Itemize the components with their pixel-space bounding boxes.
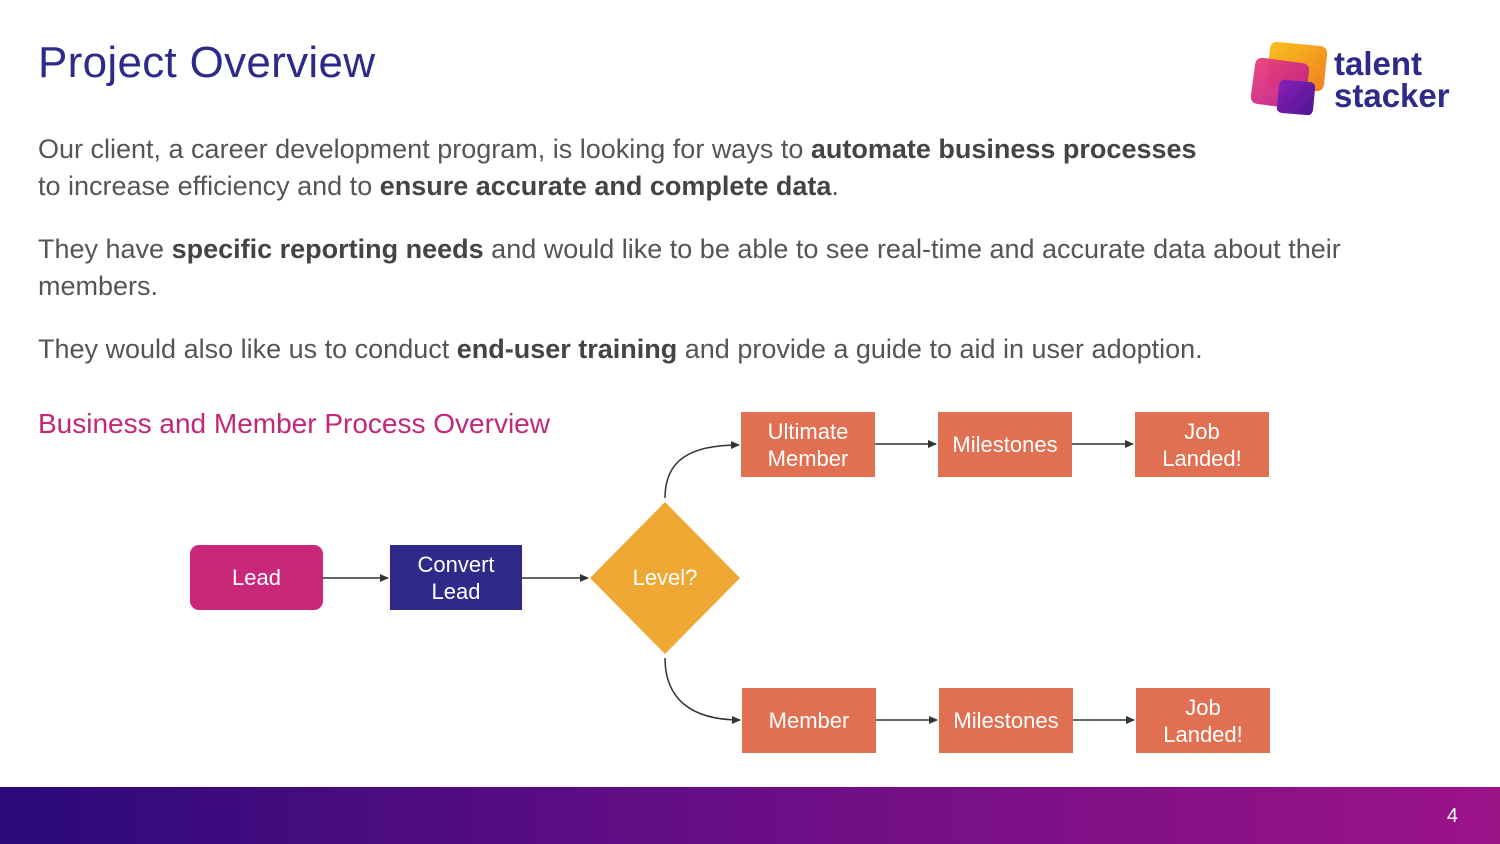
- paragraph-emphasis: end-user training: [456, 334, 678, 364]
- paragraph-text: to increase efficiency and to: [38, 171, 380, 201]
- node-label: Member: [767, 445, 849, 471]
- node-label: Milestones: [952, 432, 1058, 457]
- node-label: Convert: [417, 551, 495, 577]
- paragraph-text: Our client, a career development program…: [38, 134, 811, 164]
- milestones-node-bottom: Milestones: [939, 688, 1073, 753]
- paragraph-text: and would like to be able to see real-ti…: [38, 234, 1341, 301]
- paragraph-text: and provide a guide to aid in user adopt…: [677, 334, 1203, 364]
- page-number: 4: [1446, 805, 1458, 827]
- node-label: Landed!: [1163, 721, 1243, 747]
- paragraph-emphasis: automate business processes: [810, 134, 1197, 164]
- member-node: Member: [742, 688, 876, 753]
- paragraph-text: .: [831, 171, 839, 201]
- logo-word-talent: talent: [1334, 45, 1423, 82]
- node-label: Milestones: [953, 708, 1059, 733]
- node-label: Lead: [232, 565, 281, 590]
- lead-node: Lead: [190, 545, 323, 610]
- decision-label: Level?: [632, 565, 698, 590]
- node-label: Landed!: [1162, 445, 1242, 471]
- node-label: Ultimate: [767, 418, 849, 444]
- logo-word-stacker: stacker: [1334, 77, 1450, 114]
- reporting-paragraph: They have specific reporting needs and w…: [38, 231, 1458, 305]
- job-landed-node-top: Job Landed!: [1135, 412, 1269, 477]
- milestones-node-top: Milestones: [938, 412, 1072, 477]
- paragraph-text: They would also like us to conduct: [38, 334, 457, 364]
- talent-stacker-logo: talent stacker: [1250, 36, 1470, 122]
- intro-paragraph: Our client, a career development program…: [38, 131, 1458, 205]
- node-label: Job: [1184, 418, 1220, 444]
- connector-arrow: [664, 441, 740, 499]
- paragraph-text: They have: [38, 234, 172, 264]
- diagram-subtitle: Business and Member Process Overview: [38, 408, 550, 439]
- connector-arrow: [664, 657, 741, 724]
- node-label: Lead: [431, 578, 481, 604]
- training-paragraph: They would also like us to conduct end-u…: [38, 331, 1458, 368]
- logo-wordmark: talent stacker: [1334, 45, 1450, 114]
- decision-diamond: [590, 502, 740, 654]
- ultimate-member-node: Ultimate Member: [741, 412, 875, 477]
- paragraph-emphasis: specific reporting needs: [171, 234, 484, 264]
- node-label: Job: [1185, 694, 1221, 720]
- page-title: Project Overview: [38, 38, 376, 87]
- paragraph-emphasis: ensure accurate and complete data: [379, 171, 832, 201]
- convert-lead-node: Convert Lead: [390, 545, 522, 610]
- logo-stack-icon: [1250, 41, 1328, 116]
- node-label: Member: [768, 708, 850, 733]
- footer-bar: 4: [0, 787, 1500, 844]
- job-landed-node-bottom: Job Landed!: [1136, 688, 1270, 753]
